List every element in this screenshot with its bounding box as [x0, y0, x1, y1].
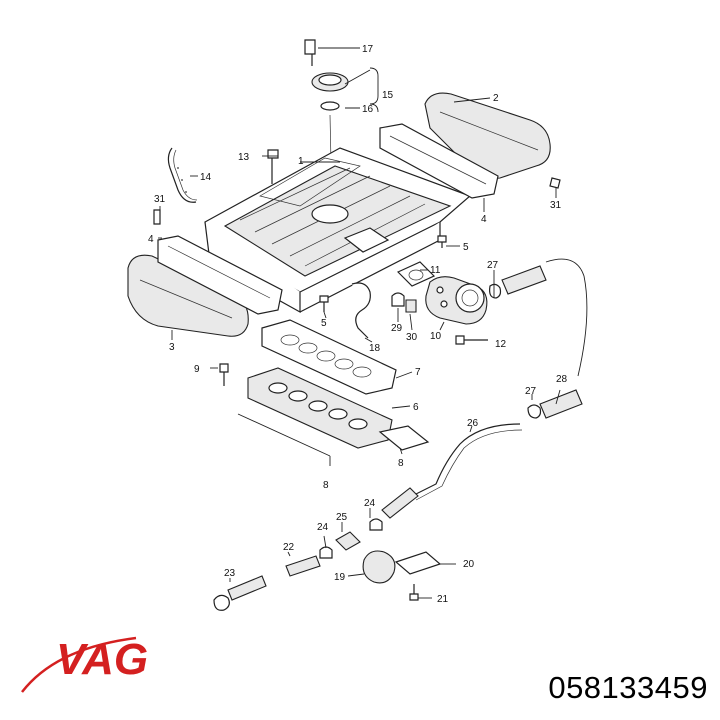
callout-11: 11 — [430, 265, 441, 276]
callout-17: 17 — [362, 44, 374, 55]
callout-26: 26 — [467, 418, 479, 429]
callout-19: 19 — [334, 572, 346, 583]
hose-upper — [501, 265, 547, 295]
left-gasket-frame — [157, 235, 283, 315]
callout-3: 3 — [169, 342, 175, 353]
cap-30 — [405, 299, 417, 313]
callout-23: 23 — [224, 568, 236, 579]
part-number: 058133459 — [548, 670, 708, 705]
callout-15: 15 — [382, 90, 394, 101]
hose-23 — [227, 575, 267, 601]
callout-20: 20 — [463, 559, 475, 570]
callout-16: 16 — [362, 104, 374, 115]
callout-8-right: 8 — [398, 458, 404, 469]
bolt-13 — [267, 149, 279, 184]
callout-8-lower: 8 — [323, 480, 329, 491]
callout-4-left: 4 — [148, 234, 154, 245]
bracket-20 — [394, 551, 442, 575]
clamp-27-upper — [489, 283, 502, 299]
gasket-7 — [261, 319, 397, 395]
right-gasket-frame — [379, 123, 499, 199]
gasket-11 — [396, 261, 436, 287]
valve-25 — [335, 531, 361, 551]
callout-12: 12 — [495, 339, 507, 350]
callout-5-lower: 5 — [321, 318, 327, 329]
callout-14: 14 — [200, 172, 212, 183]
bolt-21 — [409, 584, 419, 601]
callout-24-left: 24 — [317, 522, 329, 533]
callout-10: 10 — [430, 331, 442, 342]
left-cover — [127, 254, 249, 337]
callout-18: 18 — [369, 343, 381, 354]
clamp-27-lower — [527, 404, 542, 419]
callout-28: 28 — [556, 374, 568, 385]
callout-22: 22 — [283, 542, 295, 553]
callout-27-lower: 27 — [525, 386, 537, 397]
bolt-5-lower — [319, 295, 329, 312]
clamp-24-right — [369, 518, 383, 531]
vag-logo: VAG — [21, 635, 148, 693]
callout-6: 6 — [413, 402, 419, 413]
throttle-body-10 — [425, 276, 488, 325]
callout-4-right: 4 — [481, 214, 487, 225]
vag-logo-text: VAG — [56, 635, 148, 684]
callout-31-right: 31 — [550, 200, 562, 211]
callout-13: 13 — [238, 152, 250, 163]
holder-19 — [362, 550, 396, 584]
bolt-12 — [455, 335, 488, 345]
callout-labels: 17 15 16 2 1 13 14 31 31 4 4 5 11 27 5 2… — [148, 44, 568, 605]
bolt-9 — [219, 363, 229, 386]
bracket-8 — [378, 425, 430, 451]
callout-21: 21 — [437, 594, 449, 605]
callout-9: 9 — [194, 364, 200, 375]
callout-31-left: 31 — [154, 194, 166, 205]
hose-28 — [539, 389, 583, 419]
hose-22 — [285, 555, 321, 577]
pin-right — [549, 177, 561, 189]
pipe-26 — [407, 423, 521, 499]
pin-left — [153, 209, 161, 225]
leader-lines — [158, 97, 561, 599]
clamp-24-left — [319, 546, 333, 559]
callout-7: 7 — [415, 367, 421, 378]
callout-29: 29 — [391, 323, 403, 334]
clip-29 — [391, 292, 405, 307]
hose-18 — [351, 282, 371, 339]
hose-24-upper — [381, 487, 419, 519]
callout-25: 25 — [336, 512, 348, 523]
callout-30: 30 — [406, 332, 418, 343]
callout-1: 1 — [298, 156, 304, 167]
callout-5-upper: 5 — [463, 242, 469, 253]
bolt-5-upper — [437, 235, 447, 248]
intake-manifold — [204, 147, 472, 314]
manifold-flange-6 — [247, 367, 393, 449]
callout-2: 2 — [493, 93, 499, 104]
hose-14 — [167, 147, 197, 203]
callout-24-right: 24 — [364, 498, 376, 509]
callout-27-upper: 27 — [487, 260, 499, 271]
clamp-23 — [213, 594, 230, 611]
